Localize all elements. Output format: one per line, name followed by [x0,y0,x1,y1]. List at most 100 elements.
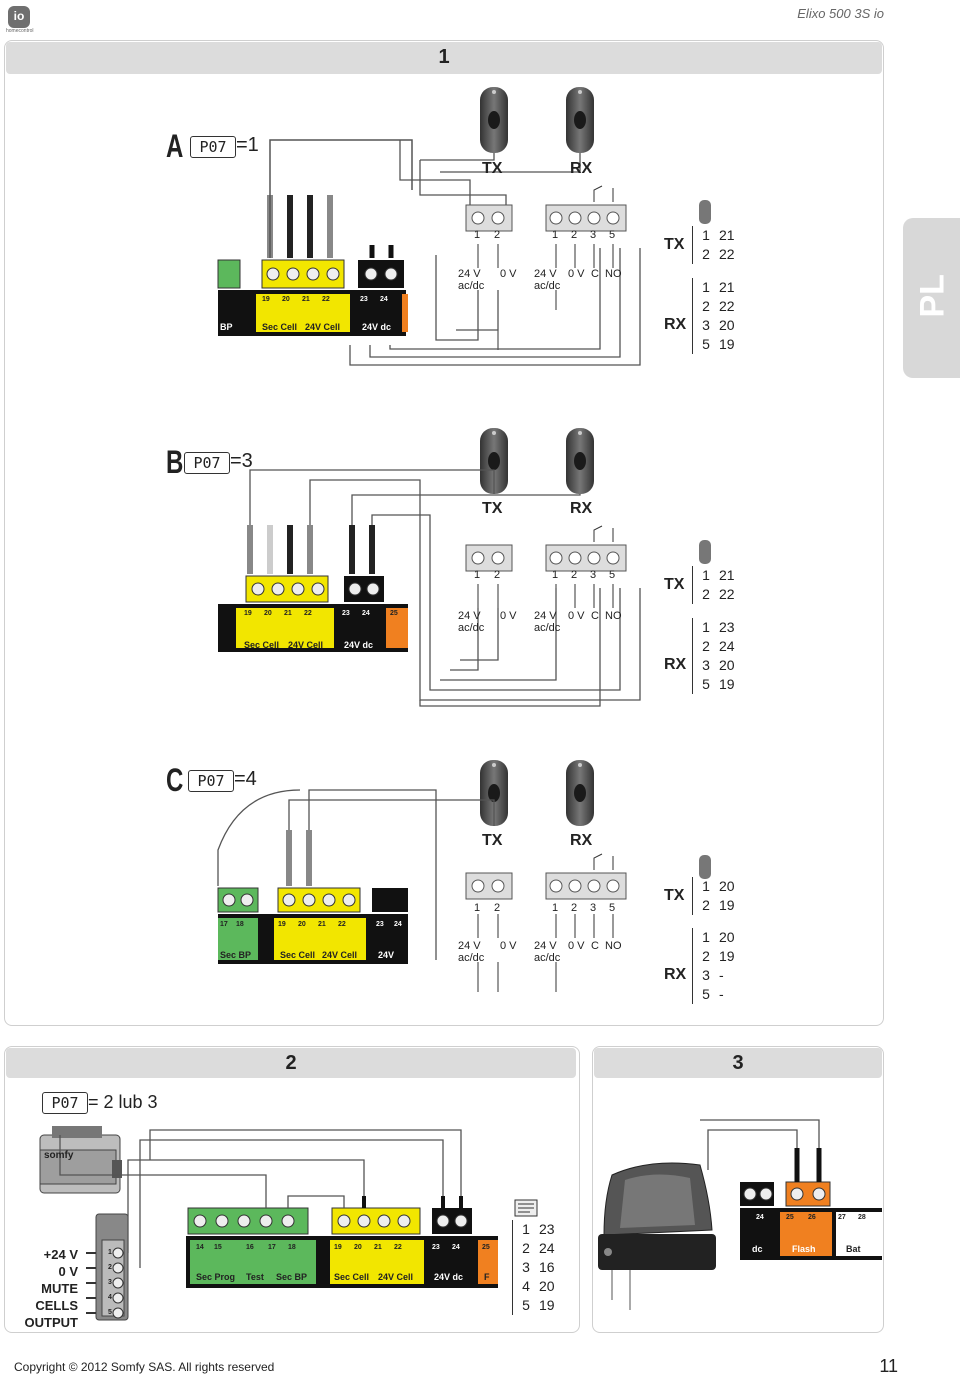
pin-21: 21 [374,1244,382,1251]
variant-b-letter: B [166,444,184,480]
rx-signal-0v: 0 V [568,610,585,622]
rx-term-3: 3 [590,569,597,581]
board-label-24v-dc: 24V dc [344,640,374,650]
rx-term-1: 1 [552,569,559,581]
page-number: 11 [879,1356,898,1376]
board-label-24v: 24V [378,950,395,960]
pin-16: 16 [246,1244,254,1251]
tx-signal-24v: 24 V ac/dc [458,940,485,964]
section-1-bar: 1 [6,42,882,74]
variant-b-tx-label: TX [482,500,503,517]
tx-signal-0v: 0 V [500,610,517,622]
rx-signal-24v: 24 V ac/dc [534,940,561,964]
board-label-test: Test [246,1272,264,1282]
pin-26: 26 [808,1214,816,1221]
module-side-labels: +24 V 0 V MUTE CELLS OUTPUT [14,1246,78,1331]
language-tab [903,218,960,378]
pin-25: 25 [390,610,398,617]
board-label-bat: Bat [846,1244,861,1254]
tx-term-1: 1 [474,569,481,581]
rx-term-5: 5 [609,569,616,581]
variant-a-tx-label: TX [482,160,503,177]
variant-c-graphics [217,760,711,992]
tx-term-2: 2 [494,569,501,581]
section-3-graphics [598,1119,882,1310]
module-pin-3: 3 [108,1279,112,1286]
variant-c-value: =4 [234,768,257,790]
section-1-frame [4,40,884,1026]
pin-20: 20 [282,296,290,303]
pin-18: 18 [288,1244,296,1251]
table-a-rx-key: RX [664,316,687,333]
rx-signal-c: C [591,610,599,622]
rx-term-1: 1 [552,902,559,914]
pin-24: 24 [452,1244,460,1251]
pin-20: 20 [264,610,272,617]
label-output: OUTPUT [24,1315,78,1330]
label-cells: CELLS [35,1298,78,1313]
rx-term-1: 1 [552,229,559,241]
label-0v: 0 V [58,1264,78,1279]
tx-signal-0v: 0 V [500,268,517,280]
rx-term-2: 2 [571,569,578,581]
rx-term-3: 3 [590,902,597,914]
module-pin-4: 4 [108,1294,112,1301]
rx-signal-24v: 24 V ac/dc [534,610,561,634]
variant-a-value: =1 [236,134,259,156]
rx-signal-no: NO [605,268,622,280]
module-pin-5: 5 [108,1309,112,1316]
pin-24: 24 [362,610,370,617]
section-3-bar: 3 [594,1048,882,1078]
board-label-dc: dc [752,1244,763,1254]
pin-22: 22 [322,296,330,303]
tx-signal-0v: 0 V [500,940,517,952]
variant-a-rx-label: RX [570,160,593,177]
rx-term-5: 5 [609,902,616,914]
variant-a-letter: A [166,128,184,164]
pin-19: 19 [262,296,270,303]
label-mute: MUTE [41,1281,78,1296]
pin-24: 24 [380,296,388,303]
variant-b-value: =3 [230,450,253,472]
rx-term-2: 2 [571,902,578,914]
variant-b-rx-label: RX [570,500,593,517]
pin-15: 15 [214,1244,222,1251]
copyright: Copyright © 2012 Somfy SAS. All rights r… [14,1360,275,1374]
section-3-frame [592,1046,884,1333]
rx-term-2: 2 [571,229,578,241]
variant-b-graphics [218,428,711,707]
table-row: 5- [702,986,724,1002]
pin-28: 28 [858,1214,866,1221]
board-label-sec-bp: Sec BP [276,1272,308,1282]
board-label-sec-bp: Sec BP [220,950,252,960]
table-a-tx-key: TX [664,236,685,253]
pin-21: 21 [318,921,326,928]
board-label-f: F [484,1272,490,1282]
rx-signal-c: C [591,268,599,280]
table-b-rx-key: RX [664,656,687,673]
tx-term-1: 1 [474,229,481,241]
board-label-sec-cell: Sec Cell [244,640,280,650]
pin-22: 22 [304,610,312,617]
board-label-24v-dc: 24V dc [362,322,392,332]
board-label-flash: Flash [792,1244,816,1254]
section-2-value: = 2 lub 3 [88,1092,158,1112]
document-title: Elixo 500 3S io [797,6,884,21]
rx-signal-24v: 24 V ac/dc [534,268,561,292]
section-2-frame [4,1046,580,1333]
